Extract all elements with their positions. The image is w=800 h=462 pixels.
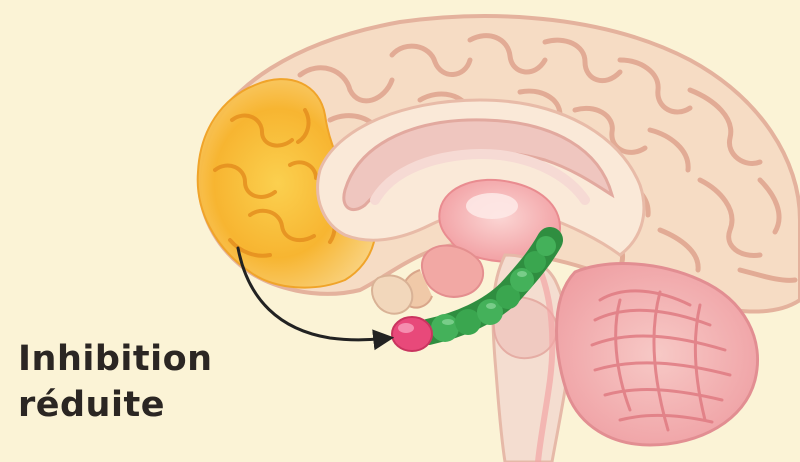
temporal-pole (372, 275, 412, 313)
nucleus-accumbens (392, 317, 432, 351)
inhibition-caption: Inhibition réduite (18, 336, 278, 428)
caption-line-2: réduite (18, 382, 278, 428)
caption-line-1: Inhibition (18, 336, 278, 382)
thalamus-highlight (466, 193, 518, 219)
